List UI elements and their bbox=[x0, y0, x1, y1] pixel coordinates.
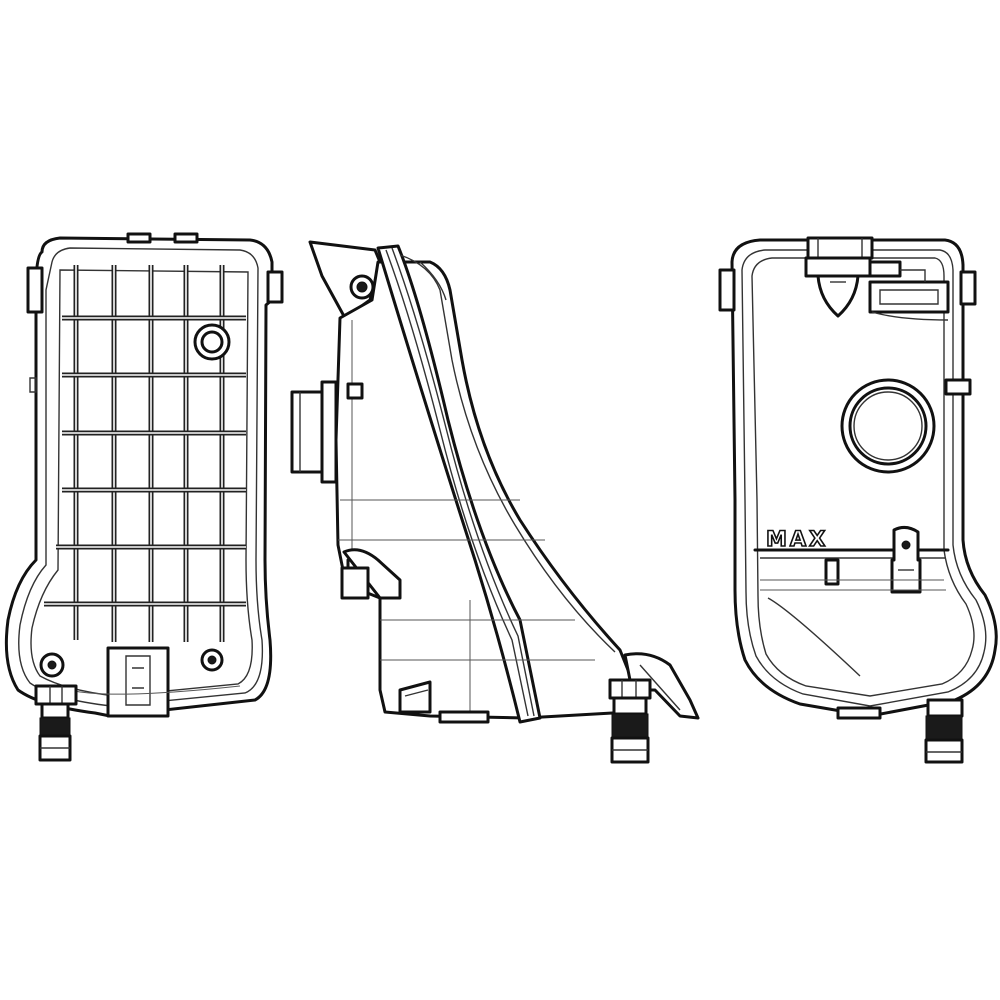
front-view bbox=[4, 232, 284, 762]
side-main-body bbox=[334, 260, 634, 720]
side-wall-band bbox=[376, 244, 542, 724]
front-port-ring bbox=[193, 323, 231, 361]
vertical-ribs bbox=[73, 265, 225, 642]
rear-outlet-spigot bbox=[924, 698, 964, 764]
horizontal-ribs bbox=[44, 315, 246, 607]
front-outlet-spigot bbox=[34, 684, 78, 762]
rear-port-ring bbox=[840, 378, 936, 474]
rear-top-cap bbox=[804, 236, 950, 321]
max-level-marking: MAX bbox=[766, 527, 828, 551]
side-outlet-spigot bbox=[608, 678, 652, 764]
front-center-bracket bbox=[106, 646, 170, 718]
rear-view-outline bbox=[730, 238, 998, 718]
side-view bbox=[290, 240, 700, 764]
side-left-port bbox=[290, 380, 338, 484]
side-bottom-bracket bbox=[623, 652, 700, 720]
rear-view: MAX bbox=[718, 236, 998, 764]
rear-level-sensor bbox=[890, 525, 922, 594]
